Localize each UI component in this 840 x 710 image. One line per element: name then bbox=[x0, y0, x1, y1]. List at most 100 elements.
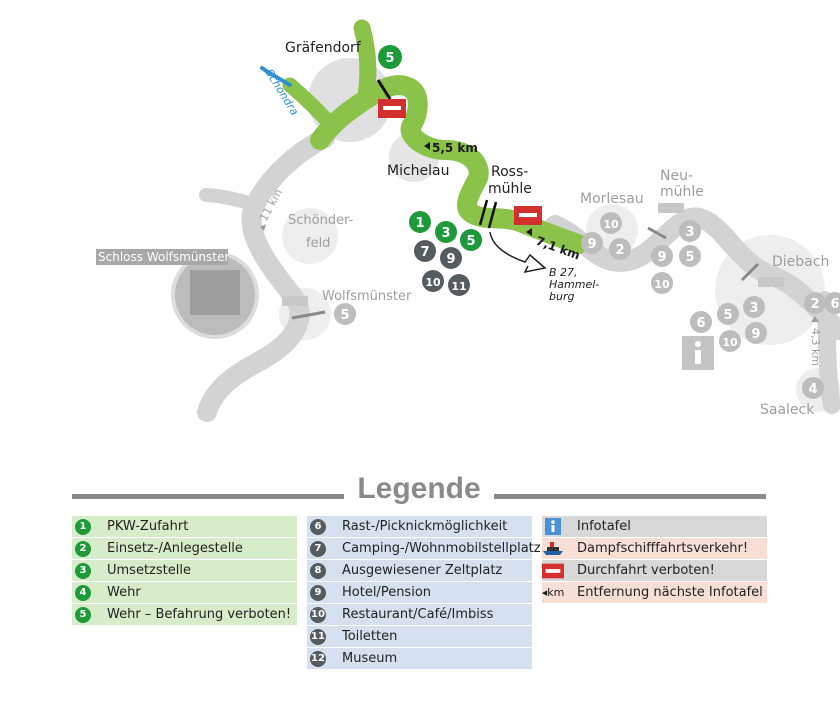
marker-dark-icon: 11 bbox=[310, 628, 326, 645]
map-marker-label: 5 bbox=[466, 234, 475, 249]
legend-rule-left bbox=[72, 494, 344, 499]
no-passage-sign-graefendorf bbox=[378, 99, 406, 118]
map-marker-label: 3 bbox=[749, 301, 758, 316]
map-marker-label: 10 bbox=[654, 278, 670, 291]
legend-label: Infotafel bbox=[577, 519, 631, 534]
weir-morlesau bbox=[647, 226, 667, 240]
legend-label: PKW-Zufahrt bbox=[107, 519, 189, 534]
map-marker-d6: 2 bbox=[804, 292, 826, 314]
weir-diebach bbox=[740, 262, 760, 282]
distance-arrow-55 bbox=[424, 142, 430, 150]
steamship-icon bbox=[543, 541, 563, 555]
map-marker-d5: 9 bbox=[745, 322, 767, 344]
river-saale-branch bbox=[199, 188, 262, 212]
marker-dark-icon: 6 bbox=[310, 518, 326, 535]
label-rossmuehle-2: mühle bbox=[488, 181, 532, 197]
info-board-diebach bbox=[758, 277, 784, 287]
map-marker-label: 10 bbox=[425, 276, 441, 289]
label-schoenderfeld-2: feld bbox=[306, 236, 330, 251]
map-marker-label: 3 bbox=[685, 225, 694, 240]
river-active-north bbox=[353, 19, 377, 109]
marker-green-icon: 3 bbox=[75, 562, 91, 579]
legend-column-symbols: Infotafel Dampfschifffahrtsverkehr! Durc… bbox=[542, 516, 767, 604]
legend-label: Wehr bbox=[107, 585, 141, 600]
map-marker-d3: 5 bbox=[717, 303, 739, 325]
map-marker-g1: 5 bbox=[378, 45, 402, 69]
info-icon-diebach bbox=[682, 336, 714, 370]
marker-green-icon: 2 bbox=[75, 540, 91, 557]
map-marker-label: 5 bbox=[723, 308, 732, 323]
distance-43km: 4,3 km bbox=[809, 328, 822, 366]
legend-label: Wehr – Befahrung verboten! bbox=[107, 607, 292, 622]
marker-dark-icon: 9 bbox=[310, 584, 326, 601]
map-marker-label: 10 bbox=[722, 336, 738, 349]
legend-row: 11 Toiletten bbox=[307, 626, 532, 647]
map-marker-d2: 6 bbox=[690, 311, 712, 333]
legend-label: Camping-/Wohnmobilstellplatz bbox=[342, 541, 541, 556]
legend-label: Restaurant/Café/Imbiss bbox=[342, 607, 494, 622]
label-schloss: Schloss Wolfsmünster bbox=[98, 250, 229, 264]
map-marker-label: 9 bbox=[657, 250, 666, 265]
label-graefendorf: Gräfendorf bbox=[285, 40, 362, 56]
label-neumuehle-1: Neu- bbox=[660, 168, 693, 184]
map-marker-n3: 5 bbox=[679, 245, 701, 267]
schloss-building bbox=[190, 270, 240, 315]
label-schoenderfeld-1: Schönder- bbox=[288, 213, 354, 228]
map-marker-r1: 1 bbox=[409, 211, 431, 233]
map-marker-m3: 2 bbox=[609, 238, 631, 260]
map-marker-label: 10 bbox=[603, 218, 619, 231]
map-marker-label: 2 bbox=[810, 297, 819, 312]
label-morlesau: Morlesau bbox=[580, 191, 644, 207]
distance-arrow-71 bbox=[526, 228, 532, 236]
no-passage-icon bbox=[542, 563, 564, 578]
no-passage-sign-rossmuehle bbox=[514, 206, 542, 225]
map-marker-r4: 7 bbox=[414, 240, 436, 262]
legend-row: 5 Wehr – Befahrung verboten! bbox=[72, 604, 297, 625]
label-neumuehle-2: mühle bbox=[660, 184, 704, 200]
legend-row: 12 Museum bbox=[307, 648, 532, 669]
legend-rule-right bbox=[494, 494, 766, 499]
label-b27-2: Hammel- bbox=[549, 278, 599, 291]
map-marker-label: 3 bbox=[441, 226, 450, 241]
map-marker-label: 9 bbox=[587, 237, 596, 252]
legend-label: Hotel/Pension bbox=[342, 585, 432, 600]
km-icon: ◂km bbox=[541, 586, 565, 599]
map-marker-label: 11 bbox=[451, 280, 466, 293]
legend-row: ◂km Entfernung nächste Infotafel bbox=[542, 582, 767, 603]
river-schondra-blue bbox=[260, 66, 292, 87]
marker-green-icon: 5 bbox=[75, 606, 91, 623]
river-saale-south bbox=[816, 291, 840, 414]
legend-label: Museum bbox=[342, 651, 398, 666]
map-marker-r5: 9 bbox=[440, 247, 462, 269]
marker-dark-icon: 8 bbox=[310, 562, 326, 579]
map-marker-label: 5 bbox=[685, 250, 694, 265]
map-marker-r6: 10 bbox=[422, 270, 444, 292]
map-marker-label: 4 bbox=[808, 382, 817, 397]
map-marker-m2: 9 bbox=[581, 232, 603, 254]
map-marker-n4: 10 bbox=[651, 272, 673, 294]
map-marker-label: 9 bbox=[751, 327, 760, 342]
map-marker-n1: 3 bbox=[679, 220, 701, 242]
legend-label: Ausgewiesener Zeltplatz bbox=[342, 563, 503, 578]
marker-dark-icon: 10 bbox=[310, 606, 326, 623]
info-icon bbox=[545, 518, 561, 535]
marker-dark-icon: 12 bbox=[310, 650, 326, 667]
map-marker-label: 5 bbox=[340, 308, 349, 323]
label-wolfsmuenster: Wolfsmünster bbox=[322, 289, 412, 304]
map-marker-label: 5 bbox=[385, 51, 394, 66]
map-marker-r3: 5 bbox=[460, 229, 482, 251]
map-marker-label: 7 bbox=[420, 245, 429, 260]
river-schondra bbox=[282, 77, 338, 132]
map-marker-n2: 9 bbox=[651, 245, 673, 267]
distance-55km: 5,5 km bbox=[432, 141, 478, 155]
map-marker-d7: 6 bbox=[824, 292, 840, 314]
marker-dark-icon: 7 bbox=[310, 540, 326, 557]
river-map: Gräfendorf Schondra Michelau Ross- mühle… bbox=[96, 19, 840, 422]
legend-row: 8 Ausgewiesener Zeltplatz bbox=[307, 560, 532, 581]
b27-road-arrow bbox=[489, 231, 547, 274]
legend-label: Toiletten bbox=[342, 629, 398, 644]
